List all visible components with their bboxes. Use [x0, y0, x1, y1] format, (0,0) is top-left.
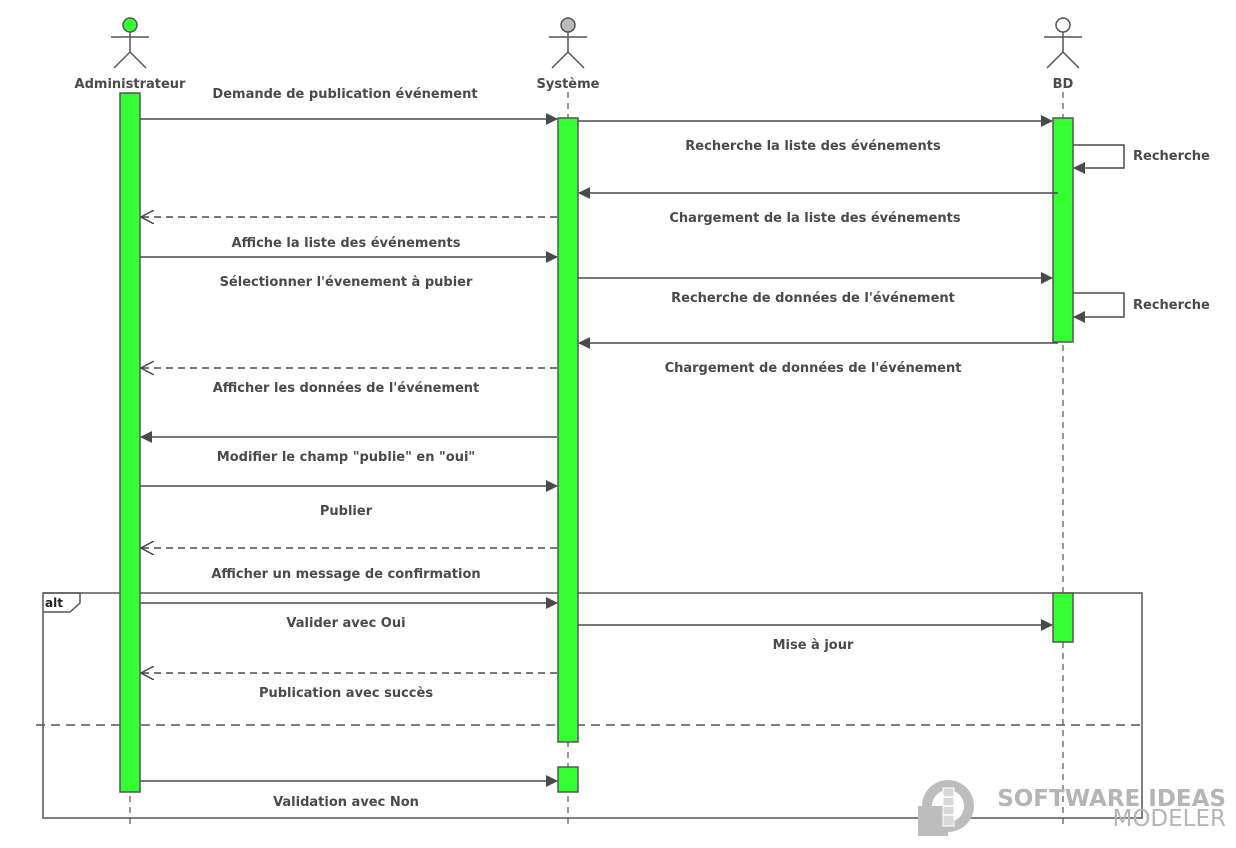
message-label: Modifier le champ "publie" en "oui" [217, 450, 475, 465]
message-label: Recherche [1133, 298, 1210, 313]
activation-bd-main [1052, 117, 1074, 343]
activation-systeme-alt [557, 766, 579, 793]
message-label: Recherche la liste des événements [685, 139, 941, 154]
actor-label: BD [1053, 77, 1074, 92]
actor-systeme: Système [537, 17, 600, 92]
watermark-line1: SOFTWARE IDEAS [997, 786, 1226, 812]
watermark-line2: MODELER [1112, 806, 1226, 832]
actor-head-icon [1055, 17, 1071, 33]
logo-mark-icon [918, 780, 974, 836]
actor-head-icon [122, 17, 138, 33]
activation-administrateur [119, 92, 141, 793]
software-ideas-logo: SOFTWARE IDEAS MODELER [918, 780, 1226, 836]
message-label: Publier [320, 504, 373, 519]
message-label: Publication avec succès [259, 686, 433, 701]
actor-administrateur: Administrateur [75, 17, 187, 92]
self-message-arrow [1073, 144, 1125, 174]
actor-bd: BD [1044, 17, 1082, 92]
message-label: Mise à jour [773, 638, 854, 653]
message-label: Afficher un message de confirmation [211, 567, 480, 582]
self-message-arrow [1073, 292, 1125, 323]
message-label: Chargement de données de l'événement [665, 361, 962, 376]
message-label: Affiche la liste des événements [232, 236, 461, 251]
alt-fragment: alt [36, 592, 1143, 819]
message-label: Demande de publication événement [212, 87, 477, 102]
actor-label: Administrateur [75, 77, 187, 92]
actor-label: Système [537, 77, 600, 92]
message-label: Recherche [1133, 149, 1210, 164]
activation-systeme-main [557, 117, 579, 743]
message-label: Valider avec Oui [286, 616, 405, 631]
activation-bd-update [1052, 592, 1074, 643]
message-label: Sélectionner l'évenement à pubier [220, 275, 473, 290]
message-label: Recherche de données de l'événement [671, 291, 955, 306]
alt-fragment-label: alt [45, 596, 63, 610]
actor-head-icon [560, 17, 576, 33]
message-arrows [140, 113, 1125, 787]
message-label: Chargement de la liste des événements [669, 211, 960, 226]
message-label: Afficher les données de l'événement [213, 381, 480, 396]
message-label: Validation avec Non [273, 795, 419, 810]
message-labels: Demande de publication événement Recherc… [211, 87, 1210, 810]
